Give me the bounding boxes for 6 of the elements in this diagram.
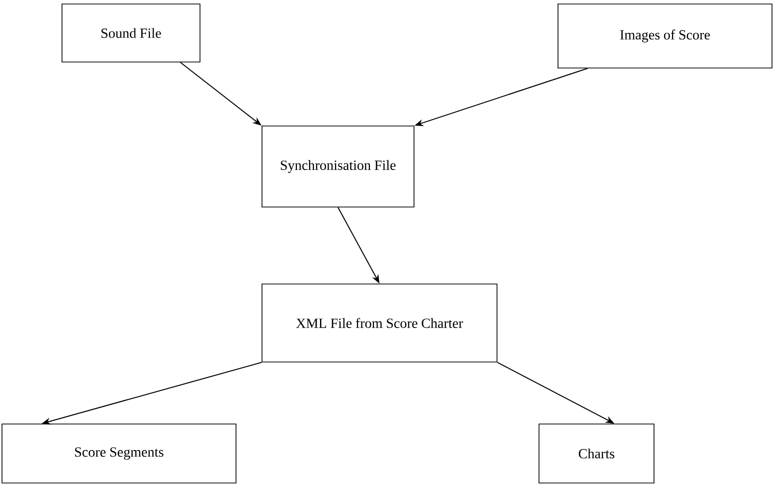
process-box: Sound File: [62, 4, 200, 62]
process-box: Images of Score: [558, 4, 772, 68]
process-box: Synchronisation File: [262, 126, 414, 208]
process-box: Charts: [538, 424, 654, 484]
process-box: XML File from Score Charter: [262, 284, 498, 362]
process-box: Score Segments: [2, 424, 236, 484]
